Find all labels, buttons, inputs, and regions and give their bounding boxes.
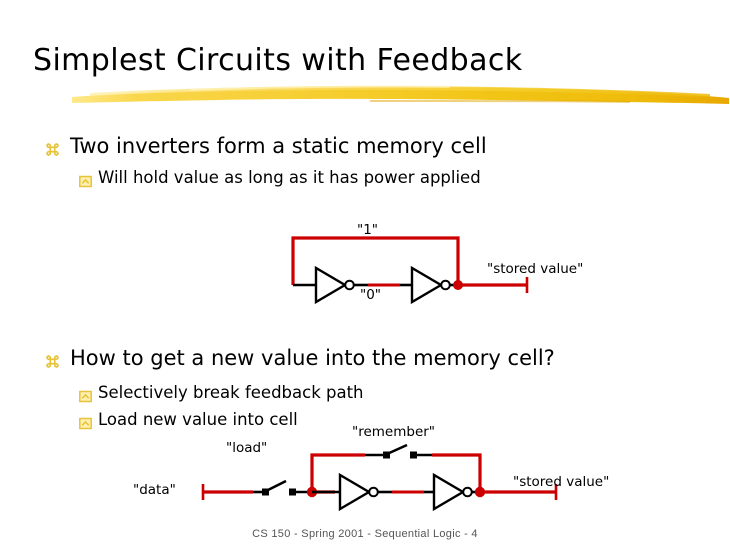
label-stored-value-top: "stored value" bbox=[487, 261, 584, 277]
gold-brush-underline bbox=[72, 85, 729, 104]
bullet-label: Two inverters form a static memory cell bbox=[70, 134, 487, 158]
page-title: Simplest Circuits with Feedback bbox=[33, 43, 523, 78]
label-load: "load" bbox=[226, 440, 268, 456]
bullet-label: Will hold value as long as it has power … bbox=[98, 168, 481, 187]
wingdings-flower-bullet-icon bbox=[44, 139, 61, 156]
bullet-item-2: Will hold value as long as it has power … bbox=[79, 168, 481, 188]
label-zero: "0" bbox=[360, 287, 382, 303]
label-remember: "remember" bbox=[352, 424, 436, 440]
bullet-item-1: Two inverters form a static memory cell bbox=[44, 134, 487, 158]
wingdings-box-chevron-bullet-icon bbox=[79, 415, 92, 429]
wingdings-box-chevron-bullet-icon bbox=[79, 173, 92, 187]
bullet-item-3: How to get a new value into the memory c… bbox=[44, 346, 555, 370]
bullet-item-4: Selectively break feedback path bbox=[79, 383, 364, 403]
bullet-label: Load new value into cell bbox=[98, 410, 298, 429]
label-data: "data" bbox=[133, 482, 176, 498]
bullet-label: Selectively break feedback path bbox=[98, 383, 364, 402]
wingdings-box-chevron-bullet-icon bbox=[79, 388, 92, 402]
label-stored-value-bottom: "stored value" bbox=[513, 474, 610, 490]
label-one: "1" bbox=[357, 222, 379, 238]
bullet-label: How to get a new value into the memory c… bbox=[70, 346, 555, 370]
wingdings-flower-bullet-icon bbox=[44, 351, 61, 368]
slide-footer: CS 150 - Spring 2001 - Sequential Logic … bbox=[252, 528, 478, 540]
bullet-item-5: Load new value into cell bbox=[79, 410, 298, 430]
